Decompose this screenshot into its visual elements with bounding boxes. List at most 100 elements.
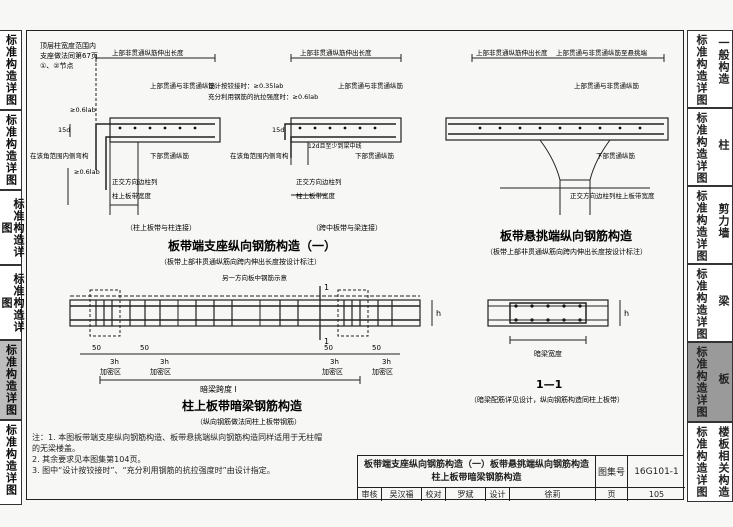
d3-top-b: 上部贯通与非贯通纵筋至悬挑端 xyxy=(556,48,648,57)
design-label: 设计 xyxy=(486,488,510,501)
t3-title: 柱上板带暗梁钢筋构造 xyxy=(182,398,303,413)
d1-note-2: 支座做法同第67页 xyxy=(40,51,98,60)
note-line-2: 的无梁楼盖。 xyxy=(32,444,80,453)
right-tab-shearwall[interactable]: 标准构造详图剪力墙 xyxy=(687,186,733,264)
left-tab-2[interactable]: 标准构造详图 xyxy=(0,110,22,190)
left-tab-6-label: 标准构造详图 xyxy=(4,424,18,496)
right-tab-slab[interactable]: 标准构造详图板 xyxy=(687,342,733,422)
page-value: 105 xyxy=(648,490,665,499)
d4-dense-1: 加密区 xyxy=(100,367,121,376)
right-tab-slab-b: 板 xyxy=(717,373,730,385)
atlas-label: 图集号 xyxy=(596,456,628,488)
title-line-1: 板带端支座纵向钢筋构造（一）板带悬挑端纵向钢筋构造 xyxy=(363,460,589,470)
right-tab-column-a: 标准构造详图 xyxy=(695,112,708,184)
right-tab-slab-related-a: 标准构造详图 xyxy=(695,426,708,498)
d2-label-e: 12d且至少到梁中线 xyxy=(308,142,361,150)
t2-title: 板带悬挑端纵向钢筋构造 xyxy=(500,228,633,243)
d2-label-a: 设计按铰接时：≥0.35lab xyxy=(208,81,283,90)
right-tab-shearwall-a: 标准构造详图 xyxy=(695,190,708,262)
d4-dim-50-1: 50 xyxy=(92,344,101,352)
d1-label-c: 在该角范围内侧弯构 xyxy=(30,151,89,160)
left-tab-4[interactable]: 标准构造详图 xyxy=(0,265,25,340)
d4-label-a: 另一方向板中钢筋示意 xyxy=(222,273,288,282)
drawing-frame xyxy=(26,30,684,500)
right-tab-beam-b: 梁 xyxy=(717,295,730,307)
t1-title: 板带端支座纵向钢筋构造（一） xyxy=(168,238,336,253)
d4-sec-top: 1 xyxy=(324,283,329,292)
d1-label-e: 柱上板带宽度 xyxy=(112,191,152,200)
d1-dim-15d: 15d xyxy=(58,126,70,134)
d1-note-3: ①、②节点 xyxy=(40,62,74,70)
right-tab-slab-related[interactable]: 标准构造详图楼板相关构造 xyxy=(687,422,733,502)
left-tab-3-label: 标准构造详图 xyxy=(0,197,25,258)
d4-dense-4: 加密区 xyxy=(372,367,393,376)
d1-label-b: 下部贯通纵筋 xyxy=(150,151,190,160)
detail-2 xyxy=(284,54,402,196)
left-tab-1-label: 标准构造详图 xyxy=(4,34,18,106)
left-tab-5-label: 标准构造详图 xyxy=(4,344,18,416)
d3-label-c: 正交方向边柱列柱上板带宽度 xyxy=(570,191,655,200)
right-tab-general-a: 标准构造详图 xyxy=(695,34,708,106)
left-tab-1[interactable]: 标准构造详图 xyxy=(0,30,22,110)
title-line-2: 柱上板带暗梁钢筋构造 xyxy=(431,473,522,483)
right-tab-general-b: 一般构造 xyxy=(717,37,730,85)
t1-sub: （板带上部非贯通纵筋向跨内伸出长度按设计标注） xyxy=(160,257,321,266)
notes: 注：1. 本图板带端支座纵向钢筋构造、板带悬挑端纵向钢筋构造同样适用于无柱帽 的… xyxy=(32,432,352,476)
right-tab-column[interactable]: 标准构造详图柱 xyxy=(687,108,733,186)
d2-label-g: 正交方向边柱列 xyxy=(296,177,342,186)
d2-label-h: 柱上板带宽度 xyxy=(296,191,336,200)
d4-dim-3h-1: 3h xyxy=(110,358,119,366)
d3-label-a: 上部贯通与非贯通纵筋 xyxy=(574,81,640,90)
d4-dim-50-3: 50 xyxy=(324,344,333,352)
d4-dim-3h-4: 3h xyxy=(382,358,391,366)
designer-name: 徐莉 xyxy=(510,488,596,501)
d1-label-a: 上部贯通与非贯通纵筋 xyxy=(150,81,216,90)
right-tab-shearwall-b: 剪力墙 xyxy=(717,203,730,239)
d3-top-a: 上部非贯通纵筋伸出长度 xyxy=(476,48,548,57)
right-tab-beam[interactable]: 标准构造详图梁 xyxy=(687,264,733,342)
checker-name: 罗斌 xyxy=(446,488,486,501)
d1-dim-la: ≥0.6lab xyxy=(70,106,96,114)
page-label: 页 xyxy=(596,488,628,501)
d4-dim-3h-2: 3h xyxy=(160,358,169,366)
d2-dim-15d: 15d xyxy=(272,126,284,134)
d3-label-b: 下部贯通纵筋 xyxy=(596,151,636,160)
d1-note-1: 顶层柱宽度范围内 xyxy=(40,41,96,50)
review-label: 审核 xyxy=(358,488,382,501)
d5-label: 暗梁宽度 xyxy=(534,349,562,358)
check-label: 校对 xyxy=(422,488,446,501)
d2-label-b: 充分利用钢筋的抗拉强度时：≥0.6lab xyxy=(208,92,318,101)
left-tab-5[interactable]: 标准构造详图 xyxy=(0,340,22,420)
d2-caption: （跨中板带与梁连接） xyxy=(312,223,382,232)
right-tab-slab-related-b: 楼板相关构造 xyxy=(717,426,730,498)
note-line-1: 注：1. 本图板带端支座纵向钢筋构造、板带悬挑端纵向钢筋构造同样适用于无柱帽 xyxy=(32,433,323,442)
left-tab-4-label: 标准构造详图 xyxy=(0,272,25,333)
d4-dim-h: h xyxy=(436,309,441,318)
detail-4 xyxy=(69,286,433,384)
d5-dim-h: h xyxy=(624,309,629,318)
reviewer-name: 吴汉福 xyxy=(382,488,422,501)
d2-label-d: 下部贯通纵筋 xyxy=(355,151,395,160)
detail-1 xyxy=(67,54,221,215)
d4-dense-2: 加密区 xyxy=(150,367,171,376)
d4-span: 暗梁跨度 l xyxy=(200,384,237,394)
signature-row: 审核 吴汉福 校对 罗斌 设计 徐莉 页 105 xyxy=(358,488,685,501)
d2-label-c: 上部贯通与非贯通纵筋 xyxy=(338,81,404,90)
d1-caption: （柱上板带与柱连接） xyxy=(126,223,196,232)
note-line-3: 2. 其余要求见本图集第104页。 xyxy=(32,455,146,464)
right-tab-column-b: 柱 xyxy=(717,139,730,151)
t2-sub: （板带上部非贯通纵筋向跨内伸出长度按设计标注） xyxy=(486,247,647,256)
detail-3 xyxy=(445,54,669,215)
right-tab-general[interactable]: 标准构造详图一般构造 xyxy=(687,30,733,108)
title-block: 板带端支座纵向钢筋构造（一）板带悬挑端纵向钢筋构造 柱上板带暗梁钢筋构造 图集号… xyxy=(357,455,685,501)
d1-label-d: 正交方向边柱列 xyxy=(112,177,158,186)
left-tab-3[interactable]: 标准构造详图 xyxy=(0,190,25,265)
t4-sub: （暗梁配筋详见设计，纵向钢筋构造同柱上板带） xyxy=(470,395,624,404)
d2-label-f: 在该角范围内侧弯构 xyxy=(230,151,289,160)
left-tab-2-label: 标准构造详图 xyxy=(4,114,18,186)
left-tab-6[interactable]: 标准构造详图 xyxy=(0,420,22,505)
d4-dim-50-2: 50 xyxy=(140,344,149,352)
d4-sec-bot: 1 xyxy=(324,337,329,346)
